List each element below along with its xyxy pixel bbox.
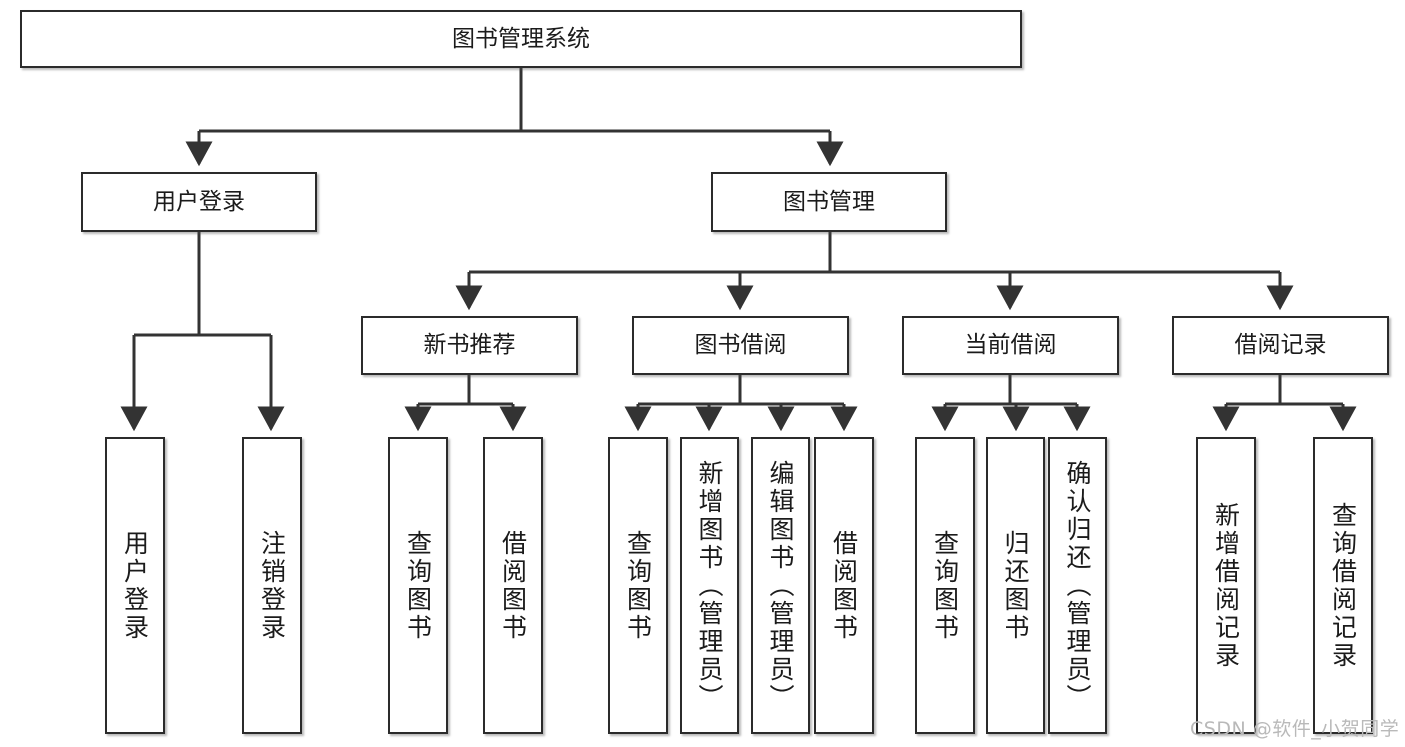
node-leaf-return-book[interactable]: 归还图书	[986, 437, 1045, 734]
node-leaf-query-book-1[interactable]: 查询图书	[388, 437, 448, 734]
node-user-login[interactable]: 用户登录	[81, 172, 317, 232]
node-borrow-record[interactable]: 借阅记录	[1172, 316, 1389, 375]
node-leaf-confirm-return-label: 确认归还（管理员）	[1063, 459, 1092, 712]
node-leaf-borrow-book-2-label: 借阅图书	[829, 529, 859, 642]
node-book-manage[interactable]: 图书管理	[711, 172, 947, 232]
node-leaf-edit-book[interactable]: 编辑图书（管理员）	[751, 437, 810, 734]
node-user-login-label: 用户登录	[153, 188, 245, 215]
node-current-borrow-label: 当前借阅	[964, 332, 1057, 359]
node-leaf-query-book-2[interactable]: 查询图书	[608, 437, 668, 734]
node-leaf-user-login-label: 用户登录	[120, 529, 150, 642]
node-leaf-edit-book-label: 编辑图书（管理员）	[766, 459, 795, 712]
node-leaf-borrow-book-1-label: 借阅图书	[498, 529, 528, 642]
node-book-borrow[interactable]: 图书借阅	[632, 316, 849, 375]
node-leaf-borrow-book-1[interactable]: 借阅图书	[483, 437, 543, 734]
node-leaf-add-book[interactable]: 新增图书（管理员）	[680, 437, 739, 734]
node-borrow-record-label: 借阅记录	[1234, 332, 1327, 359]
node-new-book-recommend-label: 新书推荐	[423, 332, 516, 359]
node-leaf-logout-login-label: 注销登录	[257, 529, 287, 642]
node-leaf-logout-login[interactable]: 注销登录	[242, 437, 302, 734]
node-leaf-add-borrow-record[interactable]: 新增借阅记录	[1196, 437, 1256, 734]
node-root-label: 图书管理系统	[452, 25, 590, 52]
watermark-text: CSDN @软件_小贺同学	[1190, 718, 1400, 740]
node-leaf-borrow-book-2[interactable]: 借阅图书	[814, 437, 874, 734]
node-leaf-confirm-return[interactable]: 确认归还（管理员）	[1048, 437, 1107, 734]
node-leaf-return-book-label: 归还图书	[1001, 529, 1030, 642]
node-leaf-query-borrow-record-label: 查询借阅记录	[1328, 501, 1358, 670]
node-leaf-add-book-label: 新增图书（管理员）	[695, 459, 724, 712]
node-leaf-user-login[interactable]: 用户登录	[105, 437, 165, 734]
node-book-borrow-label: 图书借阅	[694, 332, 787, 359]
node-book-manage-label: 图书管理	[783, 188, 875, 215]
node-leaf-query-book-3[interactable]: 查询图书	[915, 437, 975, 734]
node-leaf-query-book-2-label: 查询图书	[623, 529, 653, 642]
node-root[interactable]: 图书管理系统	[20, 10, 1022, 68]
node-current-borrow[interactable]: 当前借阅	[902, 316, 1119, 375]
node-leaf-add-borrow-record-label: 新增借阅记录	[1211, 501, 1241, 670]
node-leaf-query-borrow-record[interactable]: 查询借阅记录	[1313, 437, 1373, 734]
node-leaf-query-book-3-label: 查询图书	[930, 529, 960, 642]
node-leaf-query-book-1-label: 查询图书	[403, 529, 433, 642]
node-new-book-recommend[interactable]: 新书推荐	[361, 316, 578, 375]
